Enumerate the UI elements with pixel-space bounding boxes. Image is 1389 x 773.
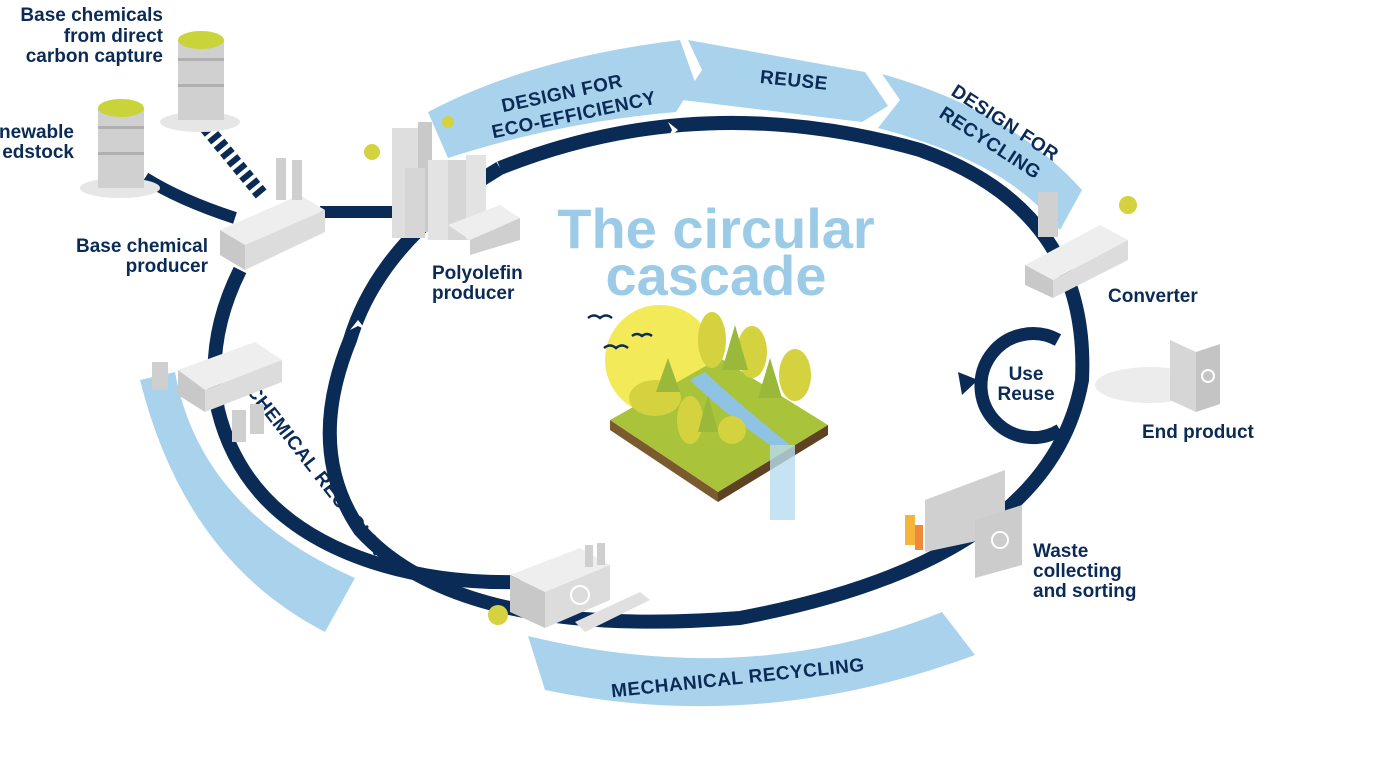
waste-bins-icon [905,470,1022,578]
label-renewable: newable edstock [0,122,74,163]
factory-icon-polyolefin [364,116,520,255]
barrel-icon-dcc [160,31,240,132]
tree-icons [629,312,811,444]
band-reuse: REUSE [682,40,888,122]
outer-left-loop [207,266,521,590]
label-polyolefin-line2: producer [432,283,515,304]
recycling-plant-icon [488,543,650,632]
label-renewable-line2: edstock [2,142,74,163]
label-base-producer-line2: producer [126,256,209,277]
main-loop [322,115,1090,629]
bird-icons [587,314,653,350]
title-line1: The circular [557,197,874,260]
use-reuse-loop [958,327,1064,445]
label-waste-line1: Waste [1033,541,1088,562]
band-design-eco-efficiency: DESIGN FOR ECO-EFFICIENCY [428,40,695,158]
chemical-plant-icon [152,342,282,442]
label-base-producer: Base chemical producer [76,236,209,277]
barrel-icon-renewable [80,99,160,198]
label-use: Use [1009,364,1044,385]
recycle-icon-waste [991,531,1009,549]
dashed-feed [194,115,268,200]
label-base-dcc-line1: Base chemicals [20,5,163,26]
label-base-dcc-line2: from direct [64,26,164,47]
label-waste-line3: and sorting [1033,581,1136,602]
label-renewable-line1: newable [0,122,74,143]
factory-icon-converter [1025,192,1137,298]
label-reuse: Reuse [997,384,1054,405]
label-polyolefin-line1: Polyolefin [432,263,523,284]
label-base-dcc-line3: carbon capture [26,46,163,67]
title-line2: cascade [605,244,826,307]
end-product-icon [1095,340,1220,412]
label-waste: Waste collecting and sorting [1033,541,1136,602]
label-use-reuse: Use Reuse [997,364,1054,405]
band-mechanical-recycling: MECHANICAL RECYCLING [528,612,975,707]
loop-chevrons [320,122,945,576]
truck-icon [575,592,650,632]
label-base-dcc: Base chemicals from direct carbon captur… [20,5,163,67]
recycle-icon-plant [570,585,590,605]
factory-icon-base-chemical [220,158,325,270]
center-landscape [587,305,828,520]
label-base-producer-line1: Base chemical [76,236,208,257]
label-waste-line2: collecting [1033,561,1122,582]
label-converter: Converter [1108,286,1198,307]
recycle-icon [1201,369,1215,383]
label-end-product: End product [1142,422,1255,443]
label-polyolefin: Polyolefin producer [432,263,523,304]
